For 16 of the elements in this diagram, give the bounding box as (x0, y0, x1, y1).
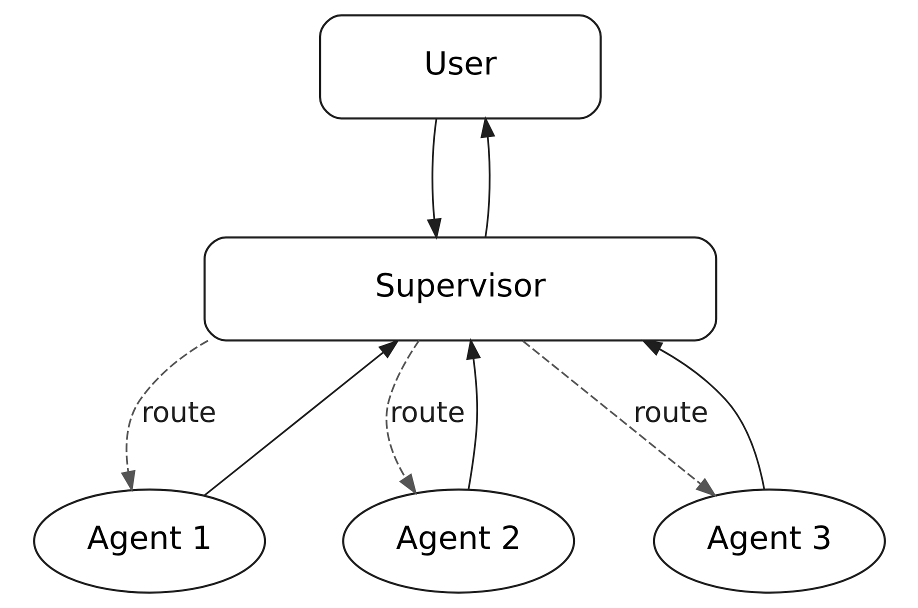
edge-label: route (389, 396, 465, 429)
arrow (640, 339, 765, 490)
arrow (480, 116, 495, 238)
edge-label: route (140, 396, 216, 429)
node-ellipse: Agent 3 (652, 488, 886, 594)
arrow (120, 340, 208, 492)
node-box: Supervisor (203, 236, 717, 342)
node-ellipse: Agent 1 (32, 488, 266, 594)
arrow (426, 118, 442, 240)
arrow (466, 338, 480, 490)
arrow (385, 340, 420, 496)
node-box: User (318, 14, 602, 120)
arrow (204, 339, 400, 496)
arrow (522, 340, 716, 498)
node-ellipse: Agent 2 (342, 488, 575, 594)
edge-label: route (632, 396, 708, 429)
